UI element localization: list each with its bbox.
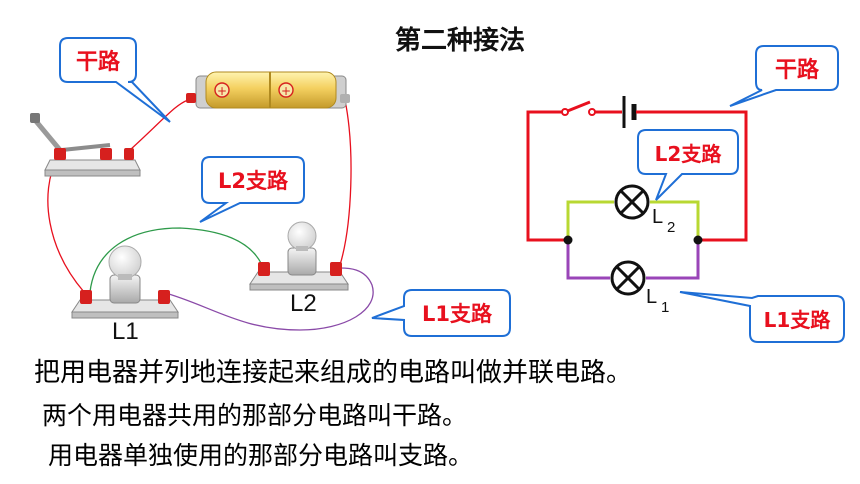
callout-left-trunk-label: 干路	[75, 50, 120, 75]
callout-left-l2-label: L2支路	[218, 169, 288, 193]
schematic-label-l2-letter: L	[652, 206, 664, 228]
callout-left-l2-box	[199, 156, 305, 223]
definition-trunk: 两个用电器共用的那部分电路叫干路。	[42, 401, 468, 430]
page-title: 第二种接法	[394, 26, 525, 56]
callout-right-l2-label: L2支路	[654, 142, 722, 166]
callout-right-l2-box	[637, 129, 739, 201]
lamp-label-l2: L2	[290, 290, 317, 317]
svg-text:+: +	[281, 84, 291, 98]
l2-branch-wire	[89, 227, 263, 293]
battery-pack: + +	[186, 71, 350, 109]
callout-left-l1-label: L1支路	[422, 302, 492, 326]
definition-parallel-circuit: 把用电器并列地连接起来组成的电路叫做并联电路。	[34, 358, 633, 388]
callout-right-trunk-box	[729, 45, 839, 107]
trunk-wire-battery-l2	[339, 99, 352, 266]
callout-right-trunk-label: 干路	[774, 58, 819, 83]
callout-right-l1-box	[679, 291, 845, 343]
schematic-label-l1-letter: L	[646, 286, 658, 308]
definition-branch: 用电器单独使用的那部分电路叫支路。	[48, 441, 474, 470]
lamp-holder-l2	[249, 221, 349, 291]
callout-left-l1-box	[371, 289, 511, 337]
callout-right-l1-label: L1支路	[763, 308, 831, 332]
lamp-holder-l1	[71, 245, 179, 319]
callout-left-trunk-box	[59, 37, 171, 123]
schematic-label-l2-subscript: 2	[667, 219, 676, 236]
knife-switch	[30, 113, 141, 177]
lamp-label-l1: L1	[112, 318, 139, 345]
schematic-label-l1-subscript: 1	[661, 299, 670, 316]
svg-text:+: +	[217, 84, 227, 98]
schematic-diagram	[526, 96, 748, 296]
trunk-wire-battery-switch	[129, 99, 189, 151]
l1-branch-wire	[161, 267, 374, 331]
